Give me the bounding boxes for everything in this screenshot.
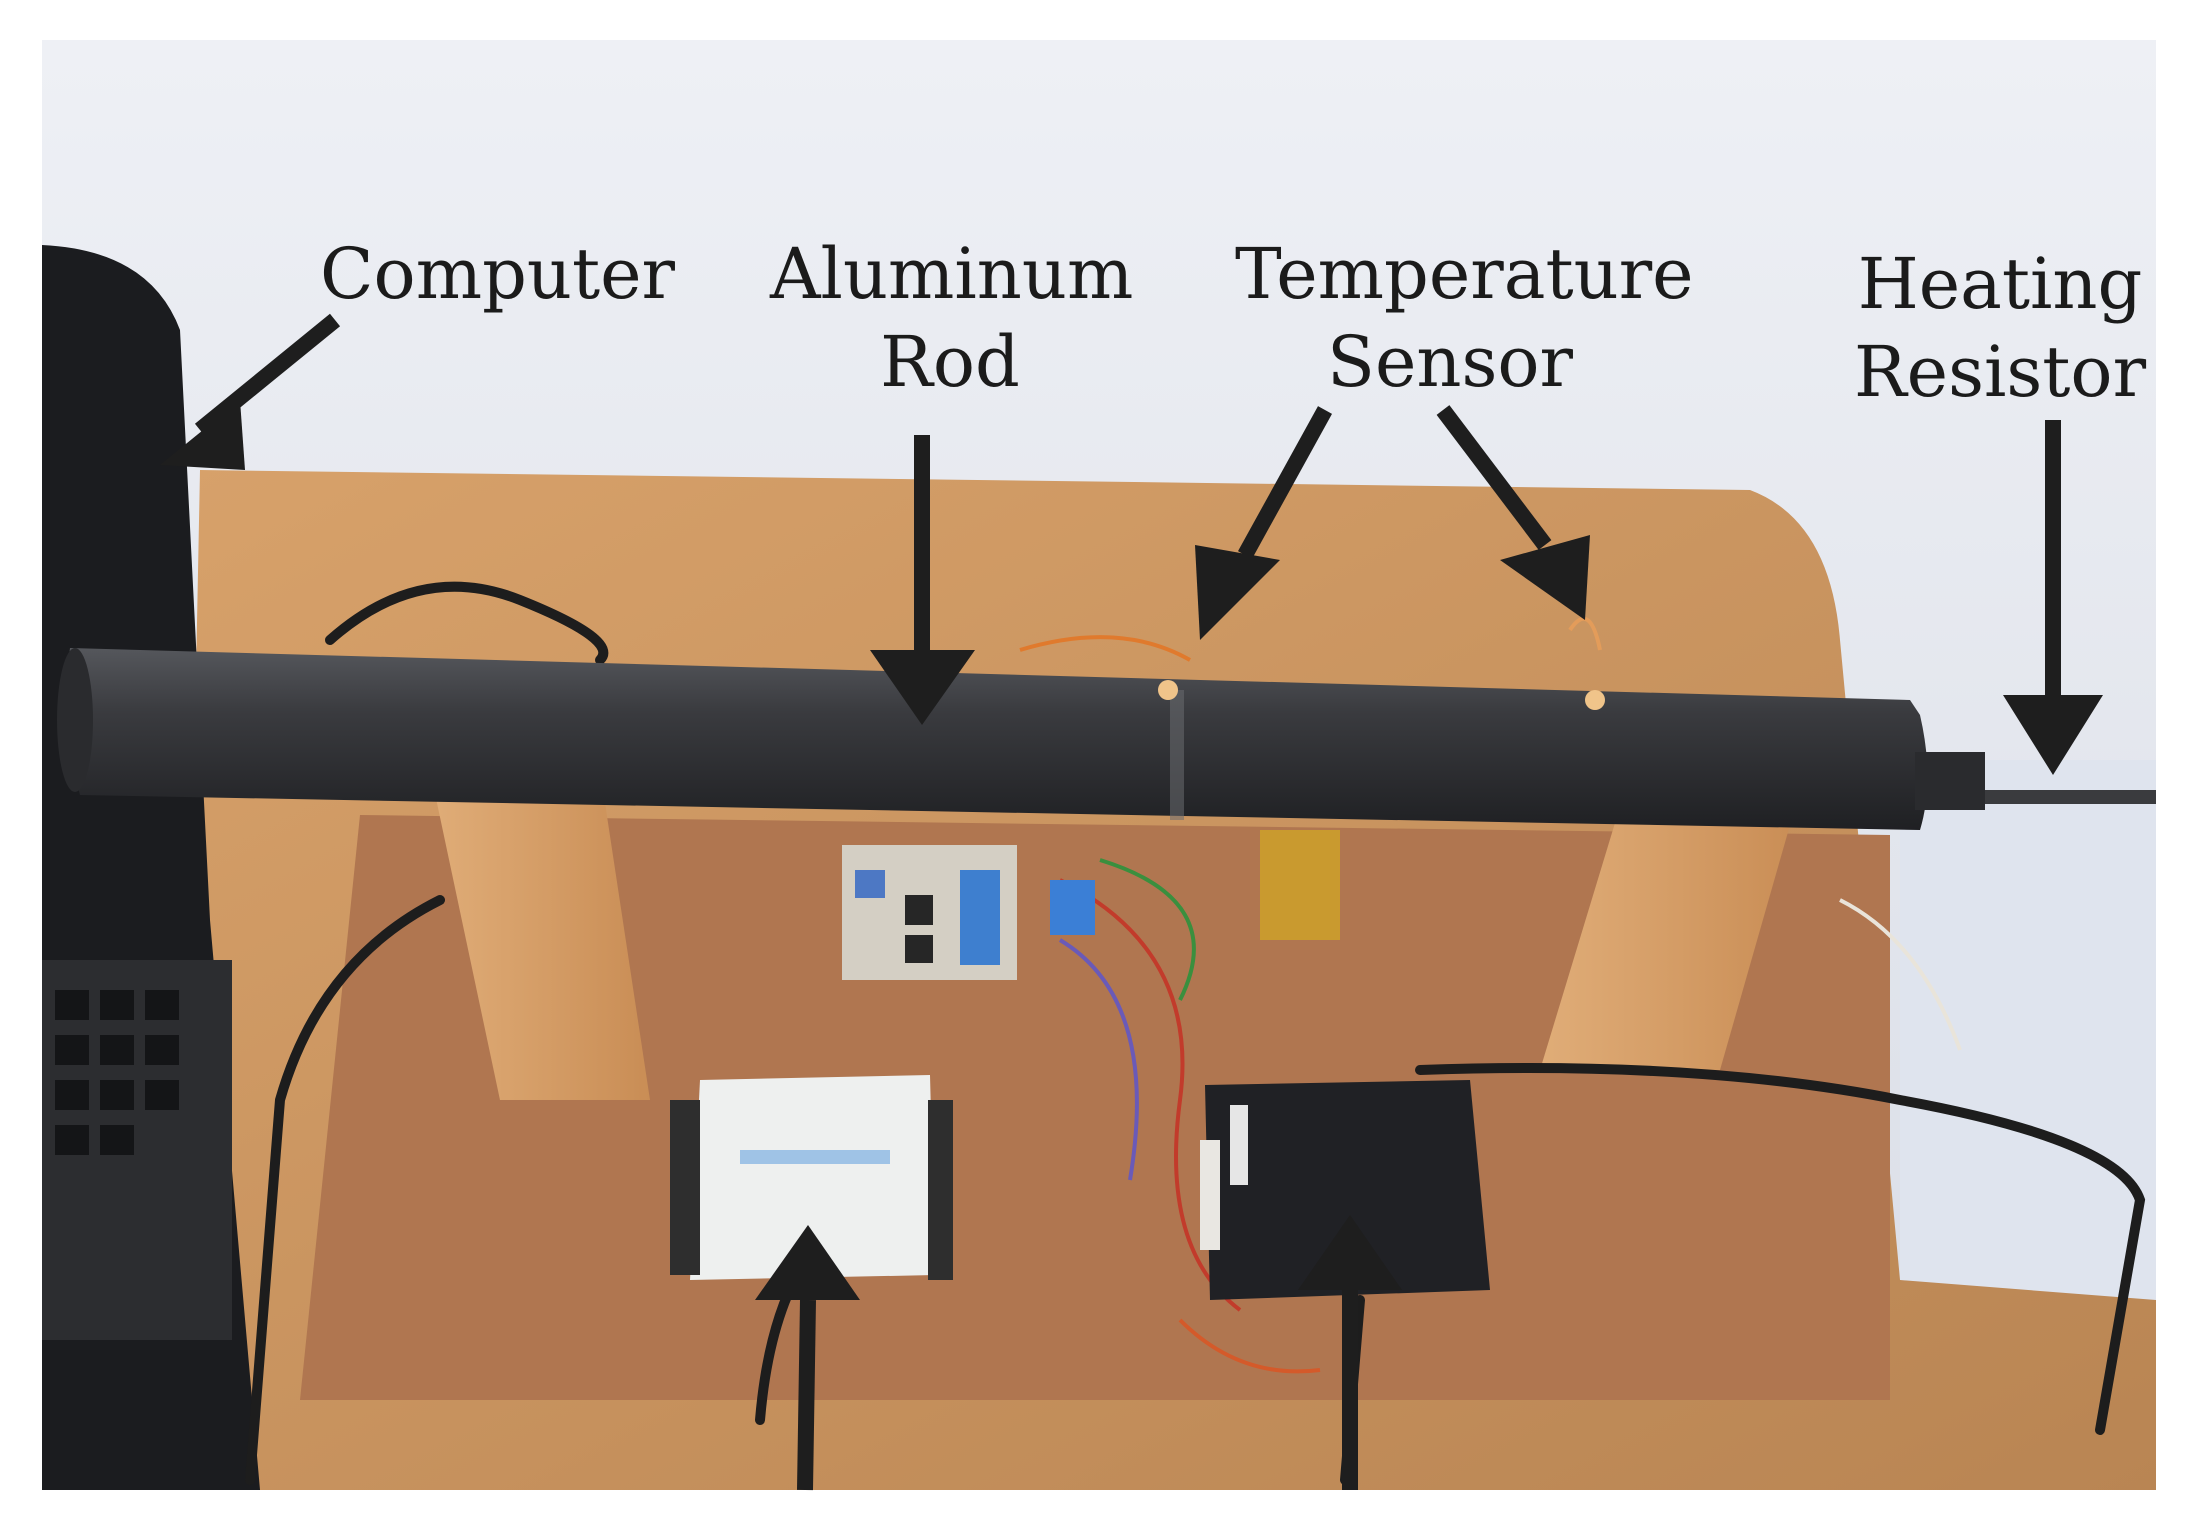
relay-module: [1260, 830, 1340, 940]
controller-device: [1200, 1080, 1490, 1300]
daq-device: [670, 1075, 953, 1280]
annotation-arrows: [160, 313, 2103, 1491]
computer-label-text: Computer: [320, 233, 675, 315]
sensor-arrow-1: [1237, 406, 1333, 559]
temperature-sensor-label-line1: Temperature: [1235, 233, 1694, 315]
aluminum-rod-label-line1: Aluminum: [770, 233, 1134, 315]
aluminum-rod: [57, 648, 2156, 830]
circuit-components: [855, 870, 1095, 965]
temperature-sensor-label-line2: Sensor: [1327, 321, 1573, 403]
aluminum-rod-label: Aluminum Rod: [770, 230, 1134, 406]
heating-resistor-label-line2: Resistor: [1853, 331, 2147, 413]
aluminum-rod-label-line2: Rod: [880, 321, 1020, 403]
sensor-tip-1: [1158, 680, 1178, 700]
wood-support-left: [430, 770, 650, 1100]
computer-label: Computer: [320, 230, 675, 318]
daq-arrow: [797, 1299, 816, 1491]
sensor-arrow-2: [1436, 405, 1552, 550]
wood-support-right: [1540, 790, 1800, 1070]
computer-arrow: [194, 313, 341, 437]
laptop-keys: [55, 990, 179, 1155]
heating-resistor-label-line1: Heating: [1857, 243, 2143, 325]
sensor-tip-2: [1585, 690, 1605, 710]
heating-resistor-label: Heating Resistor: [1840, 240, 2160, 416]
thin-wires: [1019, 616, 1962, 1374]
temperature-sensor-label: Temperature Sensor: [1235, 230, 1694, 406]
